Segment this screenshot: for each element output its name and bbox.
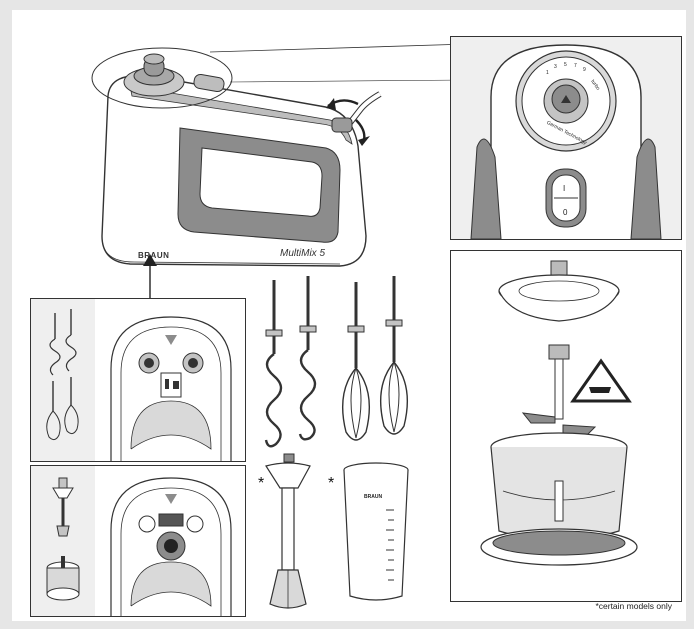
dial-tick-9: 9 (583, 67, 586, 73)
whisk-fitting-drawing (31, 299, 245, 461)
footnote: *certain models only (595, 601, 672, 611)
whisk-fitting-panel (30, 298, 246, 462)
blender-fitting-drawing (31, 466, 245, 616)
dough-hooks (246, 270, 336, 460)
dial-tick-7: 7 (574, 63, 577, 69)
beaker-brand-label: BRAUN (364, 494, 382, 500)
speed-dial-detail-panel: 1 3 5 7 9 turbo German Technology I 0 (450, 36, 682, 240)
chopper-drawing (451, 251, 681, 601)
blender-fitting-panel (30, 465, 246, 617)
dial-tick-3: 3 (554, 64, 557, 70)
switch-off-symbol: 0 (563, 208, 568, 217)
whisks (332, 268, 432, 468)
asterisk-beaker: * (328, 475, 334, 490)
dial-tick-1: 1 (546, 70, 549, 76)
knob-callout (90, 40, 470, 110)
pointer-arrow (138, 254, 162, 298)
dial-tick-5: 5 (564, 62, 567, 68)
switch-on-symbol: I (563, 184, 565, 193)
illustration-frame: BRAUN MultiMix 5 1 3 5 7 9 turbo Germa (12, 10, 686, 621)
speed-dial-detail-drawing: 1 3 5 7 9 turbo German Technology I 0 (451, 37, 681, 239)
measuring-beaker: BRAUN (336, 458, 416, 608)
mixer-model-label: MultiMix 5 (280, 248, 325, 259)
chopper-panel (450, 250, 682, 602)
blender-shaft (258, 448, 318, 618)
